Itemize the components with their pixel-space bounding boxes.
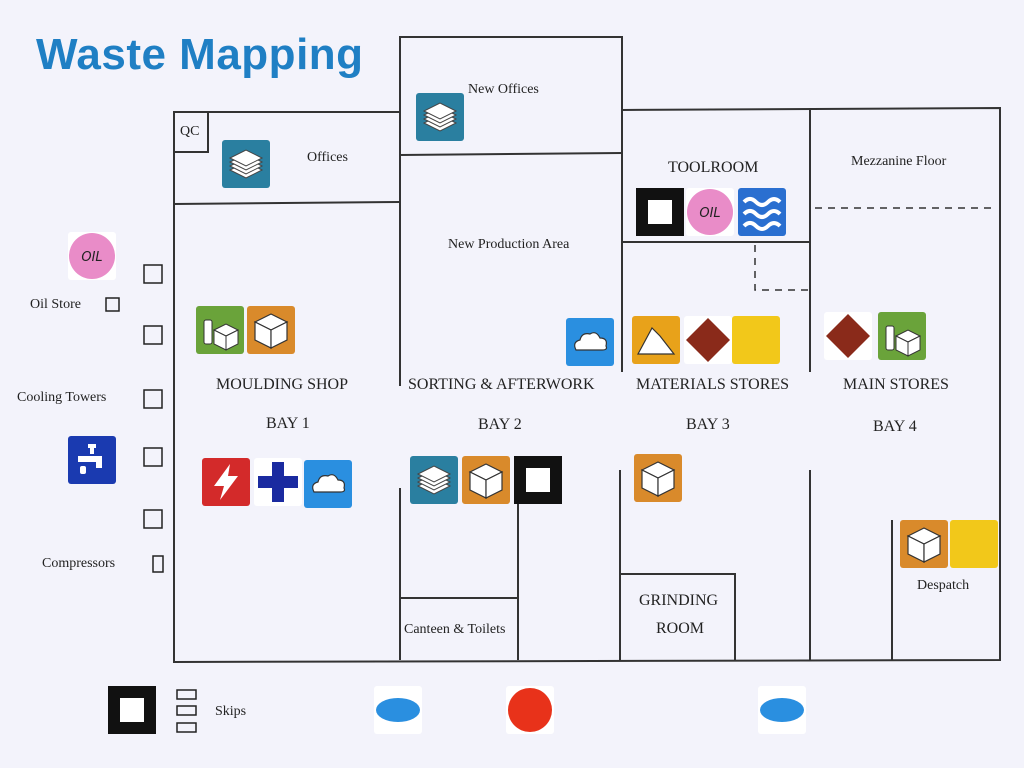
tap-icon [68, 436, 116, 484]
oil-icon-text: OIL [81, 250, 102, 265]
cardboard-box-icon [634, 454, 682, 502]
despatch-label: Despatch [917, 578, 970, 593]
offices-label: Offices [307, 150, 348, 165]
bay4-label: BAY 4 [873, 418, 917, 435]
grinding-label-1: GRINDING [639, 592, 719, 609]
cooling-towers-label: Cooling Towers [17, 390, 107, 405]
bay3-label: BAY 3 [686, 416, 730, 433]
page-title: Waste Mapping [36, 30, 364, 79]
cloud-icon [566, 318, 614, 366]
paper-stack-icon [410, 456, 458, 504]
bay1-label: BAY 1 [266, 415, 310, 432]
qc-label: QC [180, 124, 200, 139]
oil-icon: OIL [68, 232, 116, 280]
paper-stack-icon [416, 93, 464, 141]
skip-icon [636, 188, 684, 236]
water-icon [738, 188, 786, 236]
bay2-label: BAY 2 [478, 416, 522, 433]
grinding-label-2: ROOM [656, 620, 705, 637]
mezzanine-label: Mezzanine Floor [851, 154, 947, 169]
yellow-square-icon [732, 316, 780, 364]
medical-cross-icon [254, 458, 302, 506]
materials-stores-label: MATERIALS STORES [636, 376, 790, 393]
plastic-bottle-box-icon [878, 312, 926, 360]
blue-oval-icon [758, 686, 806, 734]
yellow-square-icon [950, 520, 998, 568]
cardboard-box-icon [247, 306, 295, 354]
toolroom-label: TOOLROOM [668, 159, 759, 176]
oil-icon: OIL [686, 188, 734, 236]
moulding-shop-label: MOULDING SHOP [216, 376, 349, 393]
cardboard-box-icon [900, 520, 948, 568]
diamond-icon [684, 316, 732, 364]
skip-icon [108, 686, 156, 734]
skip-icon [514, 456, 562, 504]
cloud-icon [304, 460, 352, 508]
electrical-hazard-icon [202, 458, 250, 506]
dust-pile-icon [632, 316, 680, 364]
skips-label: Skips [215, 704, 247, 719]
main-stores-label: MAIN STORES [843, 376, 949, 393]
new-offices-label: New Offices [468, 82, 539, 97]
new-production-label: New Production Area [448, 237, 570, 252]
diamond-icon [824, 312, 872, 360]
paper-stack-icon [222, 140, 270, 188]
canteen-label: Canteen & Toilets [404, 622, 506, 637]
cardboard-box-icon [462, 456, 510, 504]
red-dot-icon [506, 686, 554, 734]
oil-icon-text: OIL [699, 206, 720, 221]
plastic-bottle-box-icon [196, 306, 244, 354]
sorting-label: SORTING & AFTERWORK [408, 376, 595, 393]
blue-oval-icon [374, 686, 422, 734]
compressors-label: Compressors [42, 556, 116, 571]
oil-store-label: Oil Store [30, 297, 81, 312]
